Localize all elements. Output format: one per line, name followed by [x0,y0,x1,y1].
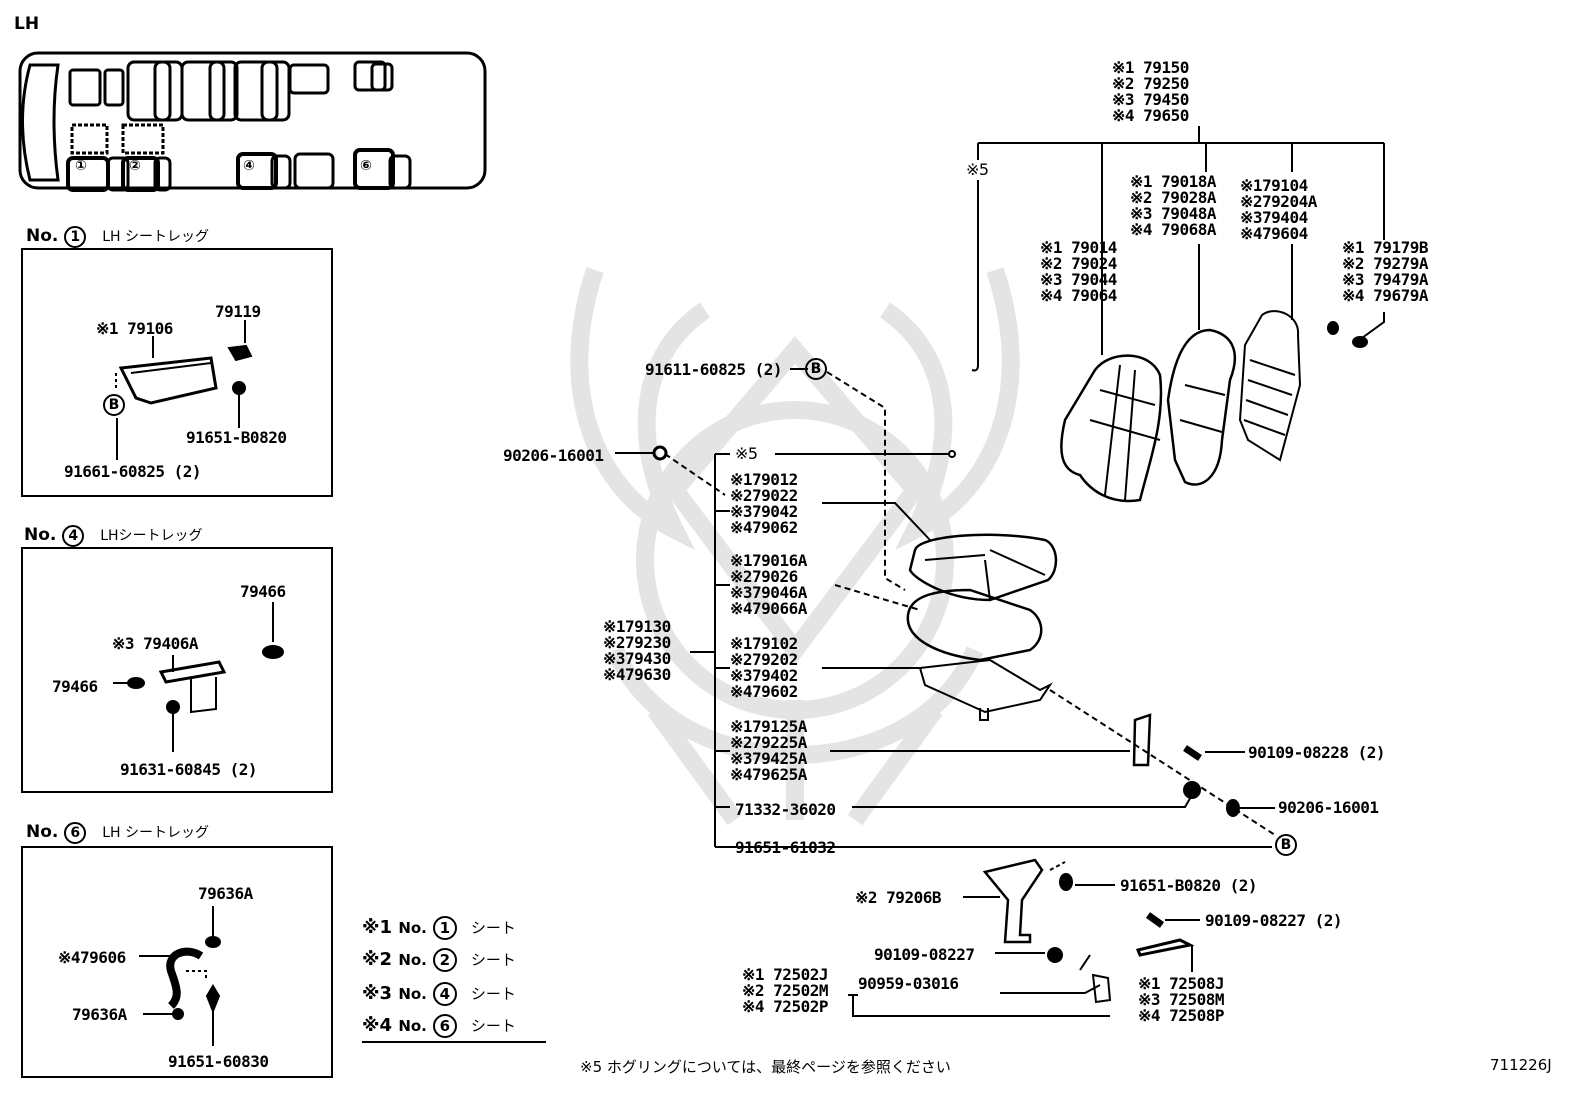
panel-1-title-text: LH シートレッグ [102,229,209,245]
part-cap-left-4[interactable]: 79466 [52,677,98,696]
label-lever[interactable]: ※1 72502J ※2 72502M ※4 72502P [742,965,828,1016]
part-cap-top-4[interactable]: 79466 [240,582,286,601]
part-bolt-4[interactable]: 91631-60845 (2) [120,760,258,779]
part-bolt-b-1[interactable]: 91661-60825 (2) [64,462,202,481]
panel-6-title-text: LH シートレッグ [102,825,209,841]
label-back-frame[interactable]: ※179104 ※279204A ※379404 ※479604 [1240,176,1317,243]
part-cap-left-6[interactable]: 79636A [72,1005,127,1024]
label-headrest-support[interactable]: ※1 79179B ※2 79279A ※3 79479A ※4 79679A [1342,238,1428,305]
label-bolt-leg2[interactable]: 91651-B0820 (2) [1120,876,1258,895]
part-leg-4[interactable]: ※3 79406A [112,634,198,653]
panel-4-drawing [113,602,284,752]
seat-marker-6[interactable]: ⑥ [360,158,372,174]
label-nut-left[interactable]: 90206-16001 [503,446,604,465]
panel-6-box [21,846,333,1078]
label-knob[interactable]: 71332-36020 [735,800,836,819]
panel-4-box [21,547,333,793]
panel-4-seat-number: 4 [62,525,85,547]
panel-6-title: No. 6 LH シートレッグ [26,822,209,844]
label-screw-right[interactable]: 90109-08228 (2) [1248,743,1386,762]
label-screw-single[interactable]: 90109-08227 [874,945,975,964]
label-nut-right[interactable]: 90206-16001 [1278,798,1379,817]
panel-1-seat-number: 1 [64,226,87,248]
panel-6-no-label: No. [26,822,59,842]
seat-marker-4[interactable]: ④ [243,158,255,174]
label-link[interactable]: ※1 72508J ※3 72508M ※4 72508P [1138,974,1224,1025]
watermark-logo [570,267,1020,826]
part-cap-top-6[interactable]: 79636A [198,884,253,903]
label-hog-ring-top[interactable]: ※5 [966,160,989,179]
label-cushion-assy[interactable]: ※179130 ※279230 ※379430 ※479630 [603,617,671,684]
label-back-pad[interactable]: ※1 79018A ※2 79028A ※3 79048A ※4 79068A [1130,172,1216,239]
label-back-cover[interactable]: ※1 79014 ※2 79024 ※3 79044 ※4 79064 [1040,238,1117,305]
label-cushion-pad[interactable]: ※179016A ※279026 ※379046A ※479066A [730,551,807,618]
panel-6-drawing [139,906,221,1046]
part-cap-1[interactable]: 79119 [215,302,261,321]
label-cushion-frame[interactable]: ※179102 ※279202 ※379402 ※479602 [730,634,798,701]
label-clip[interactable]: 90959-03016 [858,974,959,993]
label-bolt-bottom[interactable]: 91651-61032 [735,838,836,857]
part-leg-1[interactable]: ※1 79106 [96,319,173,338]
seat-marker-1[interactable]: ① [75,158,87,174]
label-leg2[interactable]: ※2 79206B [855,888,941,907]
ref-b-bottom-icon: B [1275,834,1297,856]
panel-4-no-label: No. [24,525,57,545]
diagram-code: 711226J [1490,1056,1552,1074]
ref-b-icon: B [103,394,125,416]
label-seat-assy[interactable]: ※1 79150 ※2 79250 ※3 79450 ※4 79650 [1112,58,1189,125]
legend-underline [362,1041,546,1043]
part-bolt-1[interactable]: 91651-B0820 [186,428,287,447]
panel-1-box [21,248,333,497]
label-hinge-cover[interactable]: ※179125A ※279225A ※379425A ※479625A [730,717,807,784]
panel-4-title-text: LHシートレッグ [100,528,203,544]
side-label: LH [14,14,40,34]
seat-marker-2[interactable]: ② [129,158,141,174]
panel-1-title: No. 1 LH シートレッグ [26,226,209,248]
label-bolt-b-top[interactable]: 91611-60825 (2) [645,360,783,379]
ref-b-top-icon: B [805,358,827,380]
vehicle-seat-layout [18,51,487,192]
footnote: ※5 ホグリングについては、最終ページを参照ください [580,1058,951,1076]
panel-4-title: No. 4 LHシートレッグ [24,525,203,547]
part-leg-6[interactable]: ※479606 [58,948,126,967]
panel-1-no-label: No. [26,226,59,246]
panel-6-seat-number: 6 [64,822,87,844]
label-hog-ring-mid[interactable]: ※5 [735,444,758,463]
part-bolt-6[interactable]: 91651-60830 [168,1052,269,1071]
panel-1-drawing [115,320,253,460]
label-screw-leg2[interactable]: 90109-08227 (2) [1205,911,1343,930]
label-cushion-cover[interactable]: ※179012 ※279022 ※379042 ※479062 [730,470,798,537]
